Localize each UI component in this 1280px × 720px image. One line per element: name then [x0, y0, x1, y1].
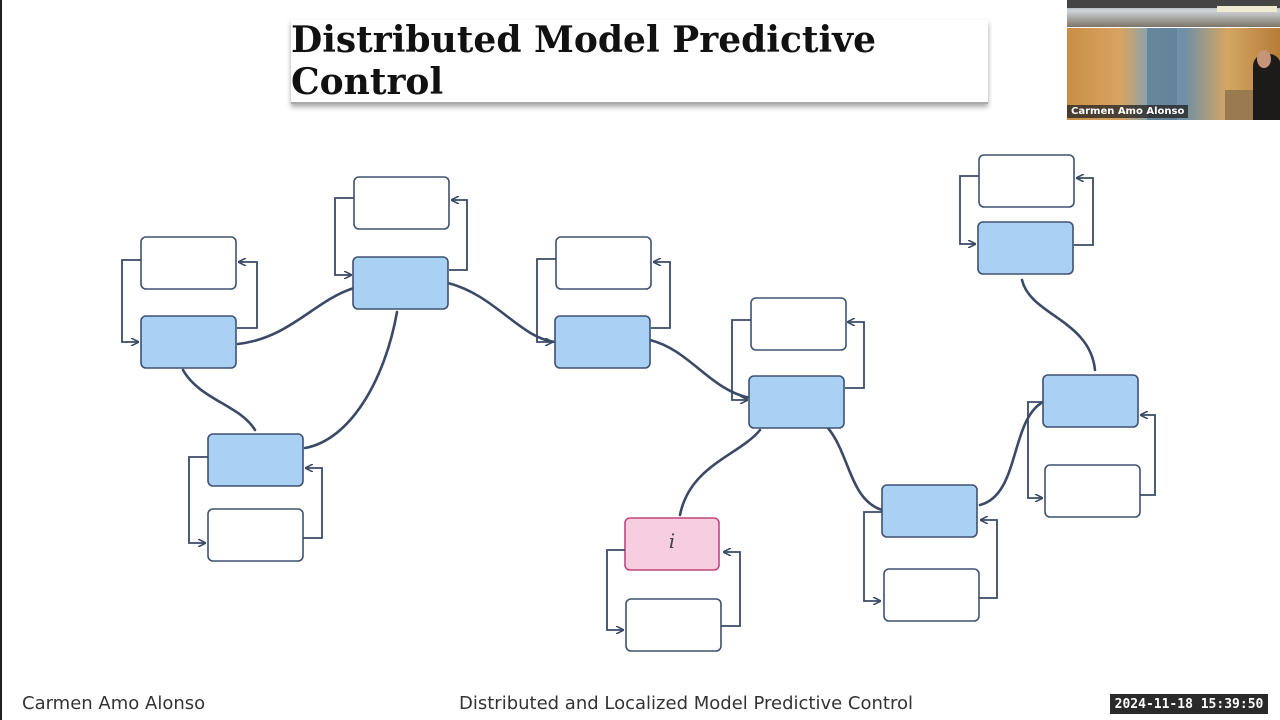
feedback-arrow-left	[188, 456, 208, 543]
edge-e-f	[826, 426, 884, 512]
feedback-arrow-right	[1074, 178, 1094, 246]
footer-talk-title: Distributed and Localized Model Predicti…	[459, 693, 913, 714]
room-camera-tile[interactable]	[1067, 0, 1280, 27]
slide-title: Distributed Model Predictive Control	[291, 19, 876, 103]
camera-scene-podium	[1225, 90, 1255, 120]
agent-node-b	[334, 176, 468, 310]
edge-e-highlight	[678, 428, 762, 517]
predictor-box	[1044, 464, 1141, 518]
feedback-arrow-right	[721, 552, 741, 627]
predictor-box	[555, 236, 652, 290]
speaker-camera-tile[interactable]: Carmen Amo Alonso	[1067, 28, 1280, 120]
feedback-arrow-right	[651, 262, 671, 329]
edge-f-g	[978, 400, 1045, 507]
predictor-box	[978, 154, 1075, 208]
feedback-arrow-right	[303, 468, 323, 539]
edge-a-c	[181, 368, 257, 432]
predictor-box	[353, 176, 450, 230]
agent-node-e	[731, 297, 865, 429]
edge-a-b	[236, 286, 356, 346]
controller-box	[977, 221, 1074, 275]
agent-node-d	[536, 236, 671, 369]
recording-timestamp: 2024-11-18 15:39:50	[1110, 694, 1268, 714]
feedback-arrow-left	[1027, 401, 1043, 498]
speaker-head	[1257, 50, 1271, 68]
feedback-arrow-right	[449, 200, 468, 271]
edge-b-c	[303, 310, 399, 450]
slide-edge	[0, 0, 2, 720]
agent-node-c	[188, 433, 323, 562]
controller-box	[207, 433, 304, 487]
controller-box	[352, 256, 449, 310]
agent-node-f	[863, 484, 998, 622]
agent-node-h	[959, 154, 1094, 275]
slide-title-box: Distributed Model Predictive Control	[291, 19, 988, 104]
camera-scene-shelf	[1067, 0, 1280, 8]
feedback-arrow-right	[1140, 415, 1156, 496]
controller-box	[140, 315, 237, 369]
agent-node-g	[1027, 374, 1156, 518]
controller-box	[748, 375, 845, 429]
feedback-arrow-right	[845, 322, 865, 389]
camera-scene-light	[1217, 6, 1277, 12]
controller-box	[881, 484, 978, 538]
feedback-arrow-left	[334, 197, 354, 275]
agent-node-a	[121, 236, 258, 369]
predictor-box	[625, 598, 722, 652]
predictor-box	[883, 568, 980, 622]
feedback-arrow-right	[237, 262, 258, 329]
feedback-arrow-left	[121, 259, 141, 342]
edge-b-d	[446, 281, 557, 344]
edge-g-h	[1020, 278, 1097, 372]
feedback-arrow-left	[959, 175, 979, 244]
feedback-arrow-right	[979, 520, 998, 599]
feedback-arrow-left	[536, 258, 556, 342]
predictor-box	[207, 508, 304, 562]
feedback-arrow-left	[863, 511, 882, 601]
camera-scene-pillar	[1147, 28, 1177, 120]
feedback-arrow-left	[731, 319, 751, 400]
predictor-box	[750, 297, 847, 351]
controller-box	[554, 315, 651, 369]
footer-author: Carmen Amo Alonso	[22, 693, 206, 714]
agent-i-label: i	[669, 529, 675, 553]
participant-name-label: Carmen Amo Alonso	[1067, 105, 1189, 118]
edge-d-e	[648, 338, 752, 400]
feedback-arrow-left	[606, 549, 625, 630]
controller-box	[1042, 374, 1139, 428]
agent-node-i: i	[606, 517, 741, 652]
predictor-box	[140, 236, 237, 290]
highlighted-controller-box	[624, 517, 720, 571]
coupling-edges	[181, 278, 1097, 517]
